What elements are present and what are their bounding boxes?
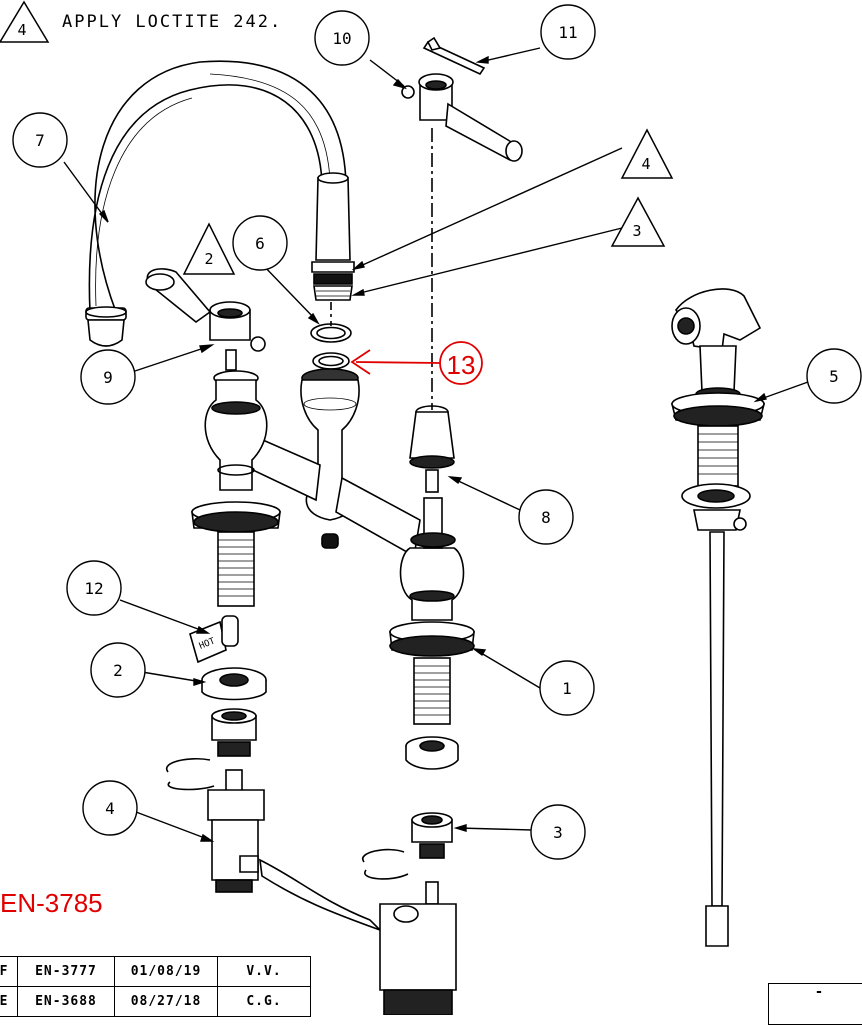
leader-3-flag xyxy=(355,227,623,295)
note-flag-number: 4 xyxy=(17,21,26,39)
leader-6 xyxy=(259,261,317,321)
rev-letter: F xyxy=(0,956,18,987)
svg-text:1: 1 xyxy=(562,679,572,698)
balloon-4: 4 xyxy=(82,780,138,836)
rev-date: 01/08/19 xyxy=(114,956,218,987)
svg-text:2: 2 xyxy=(204,250,213,268)
revision-row: F EN-3777 01/08/19 V.V. xyxy=(0,956,311,987)
svg-text:6: 6 xyxy=(255,234,265,253)
rev-ecn: EN-3688 xyxy=(17,986,115,1017)
balloon-6: 6 xyxy=(232,215,288,271)
balloon-13: 13 xyxy=(439,341,483,385)
seal-part-13 xyxy=(312,352,350,370)
ecn-callout: EN-3785 xyxy=(0,888,103,918)
rev-date: 08/27/18 xyxy=(114,986,218,1017)
leader-7 xyxy=(63,161,109,223)
flange-nut-part-2 xyxy=(165,667,267,791)
note-flag-2-callout: 2 xyxy=(182,222,236,275)
revision-table: F EN-3777 01/08/19 V.V. E EN-3688 08/27/… xyxy=(0,956,311,1017)
svg-text:5: 5 xyxy=(829,367,839,386)
leader-12 xyxy=(119,599,207,633)
leader-3 xyxy=(457,827,533,831)
coupling-nut-part-3 xyxy=(361,736,459,1016)
svg-text:7: 7 xyxy=(35,131,45,150)
rev-letter: E xyxy=(0,986,18,1017)
title-block-value: - xyxy=(814,984,824,1000)
note-flag-4-callout: 4 xyxy=(620,128,674,179)
balloon-1: 1 xyxy=(539,660,595,716)
leader-11 xyxy=(479,47,541,63)
svg-text:13: 13 xyxy=(447,350,476,380)
svg-text:3: 3 xyxy=(553,823,563,842)
balloon-12: 12 xyxy=(66,560,122,616)
svg-text:10: 10 xyxy=(332,29,351,48)
rev-ecn: EN-3777 xyxy=(17,956,115,987)
general-note-text: APPLY LOCTITE 242. xyxy=(62,12,283,32)
side-spray-part-5 xyxy=(670,288,766,947)
title-block-cell: - xyxy=(768,983,862,1025)
svg-text:8: 8 xyxy=(541,508,551,527)
note-flag-3-callout: 3 xyxy=(610,196,666,247)
revision-row: E EN-3688 08/27/18 C.G. xyxy=(0,986,311,1017)
balloon-5: 5 xyxy=(806,348,862,404)
balloon-8: 8 xyxy=(518,489,574,545)
hot-handle-part-9 xyxy=(145,268,266,371)
balloon-7: 7 xyxy=(12,112,68,168)
balloon-9: 9 xyxy=(80,349,136,405)
svg-text:11: 11 xyxy=(558,23,577,42)
svg-text:2: 2 xyxy=(113,661,123,680)
leader-5 xyxy=(757,381,809,401)
balloon-2: 2 xyxy=(90,642,146,698)
balloon-11: 11 xyxy=(540,4,596,60)
svg-text:3: 3 xyxy=(632,222,641,240)
leader-8 xyxy=(451,477,521,511)
cartridge-part-8 xyxy=(409,405,455,493)
svg-text:9: 9 xyxy=(103,368,113,387)
spout-part-7 xyxy=(85,60,355,347)
cold-handle-part-10 xyxy=(401,73,523,162)
svg-text:4: 4 xyxy=(641,155,650,173)
balloon-10: 10 xyxy=(314,10,370,66)
hex-key-part-11 xyxy=(422,36,486,76)
leader-4 xyxy=(135,811,211,841)
leader-2 xyxy=(141,671,203,683)
leader-9 xyxy=(131,345,211,373)
note-flag-4: 4 xyxy=(0,0,50,43)
rev-by: V.V. xyxy=(217,956,311,987)
rev-by: C.G. xyxy=(217,986,311,1017)
o-ring-part-6 xyxy=(310,323,352,343)
balloon-3: 3 xyxy=(530,804,586,860)
leader-4-flag xyxy=(355,147,623,269)
leader-1 xyxy=(475,649,541,689)
faucet-bridge-body xyxy=(191,368,475,725)
leader-13 xyxy=(350,349,441,375)
hot-tag-part-12: HOT xyxy=(189,615,239,664)
leader-lines xyxy=(63,47,809,842)
check-valve-part-4 xyxy=(207,769,381,931)
svg-text:4: 4 xyxy=(105,799,115,818)
svg-text:12: 12 xyxy=(84,579,103,598)
